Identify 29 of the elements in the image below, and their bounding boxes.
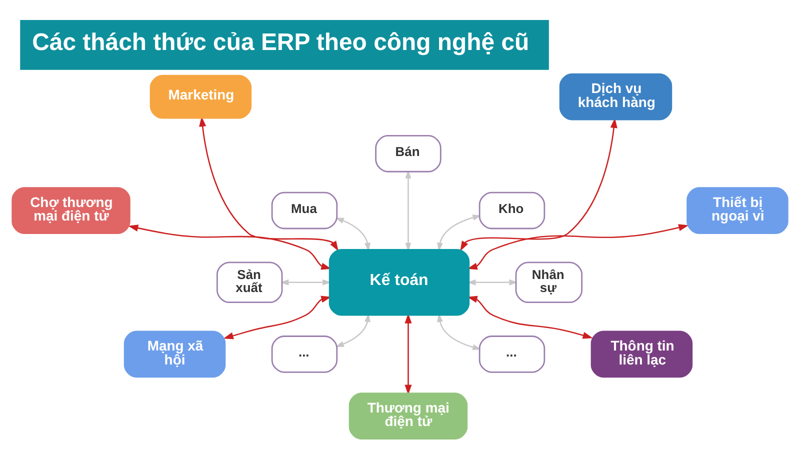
node-box: ... — [478, 336, 546, 373]
arrow — [335, 218, 370, 252]
node-box: Sản xuất — [216, 262, 283, 304]
node-box: Thương mại điện tử — [348, 392, 468, 440]
node-box: Kho — [478, 192, 546, 230]
node-box: Dịch vụ khách hàng — [559, 73, 672, 120]
node-box: Marketing — [150, 74, 252, 119]
arrow — [280, 279, 332, 286]
node-box: ... — [271, 336, 338, 373]
arrow — [128, 224, 332, 270]
arrow — [467, 296, 593, 339]
arrow — [405, 170, 412, 252]
arrow — [436, 313, 482, 350]
arrow — [335, 313, 370, 348]
arrow — [404, 313, 412, 395]
arrow — [460, 118, 618, 252]
node-box: Nhân sự — [515, 262, 583, 304]
node-box: Chợ thương mại điện tử — [12, 187, 130, 234]
node-box: Thiết bị ngoại vi — [686, 187, 788, 234]
node-box: Mạng xã hội — [124, 330, 226, 378]
diagram-title: Các thách thức của ERP theo công nghệ cũ — [32, 29, 530, 56]
arrow — [436, 214, 482, 252]
node-box: Thông tin liên lạc — [590, 330, 693, 378]
arrow — [199, 116, 338, 252]
node-box: Mua — [271, 192, 338, 230]
arrow — [467, 279, 518, 286]
node-box: Bán — [375, 135, 442, 172]
arrow — [467, 224, 689, 270]
arrow — [223, 296, 332, 340]
